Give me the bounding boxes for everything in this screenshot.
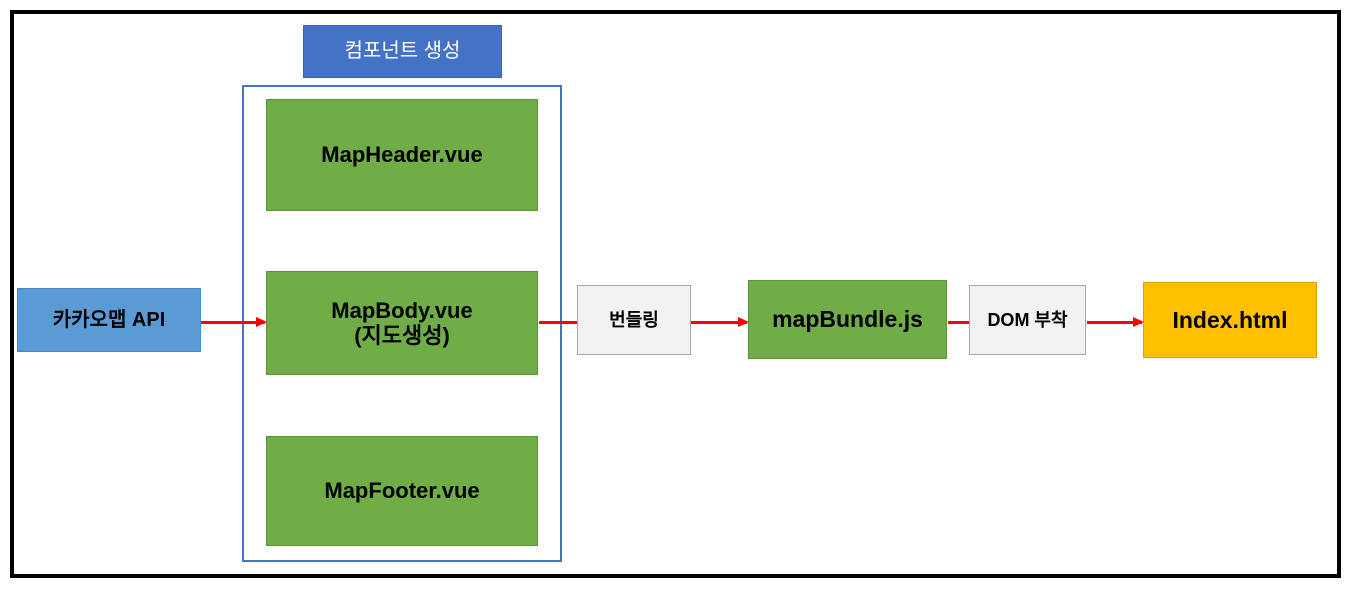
- node-map-body-line1: MapBody.vue: [331, 297, 473, 323]
- arrow-dom-attach-to-index-html: [1087, 317, 1144, 327]
- arrow-bundling-to-map-bundle: [691, 317, 749, 327]
- arrow-kakao-api-to-map-body: [201, 317, 267, 327]
- node-bundling: 번들링: [577, 285, 691, 355]
- node-map-header-vue: MapHeader.vue: [266, 99, 538, 211]
- arrow-map-bundle-to-dom-attach: [948, 321, 969, 324]
- component-generation-title-box: 컴포넌트 생성: [303, 25, 502, 78]
- node-kakao-map-api: 카카오맵 API: [17, 288, 201, 352]
- arrow-map-body-to-bundling: [539, 321, 577, 324]
- node-map-body-line2: (지도생성): [354, 323, 450, 348]
- node-map-footer-vue: MapFooter.vue: [266, 436, 538, 546]
- node-dom-attach: DOM 부착: [969, 285, 1086, 355]
- node-index-html: Index.html: [1143, 282, 1317, 358]
- node-map-body-vue: MapBody.vue (지도생성): [266, 271, 538, 375]
- node-map-bundle-js: mapBundle.js: [748, 280, 947, 359]
